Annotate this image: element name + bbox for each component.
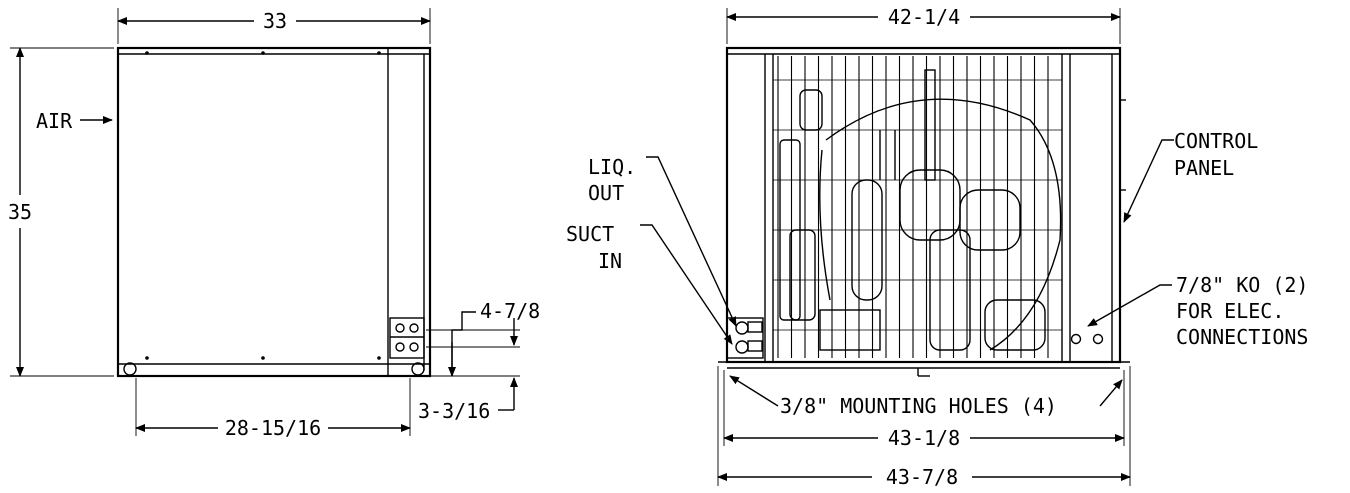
side-width-dim: 33 (263, 9, 287, 33)
front-width-dim: 42-1/4 (888, 5, 960, 29)
mounting-dim: 43-1/8 (888, 426, 960, 450)
suct-label-1: SUCT (566, 222, 614, 246)
front-view: 42-1/4 LIQ. OUT SUCT IN CONTROL PANEL 7/… (566, 5, 1308, 489)
ko-label-1: 7/8" KO (2) (1176, 273, 1308, 297)
suct-leader (640, 224, 733, 345)
valve-height-dim: 4-7/8 (480, 299, 540, 323)
control-label-1: CONTROL (1174, 129, 1258, 153)
side-height-dim: 35 (8, 200, 32, 224)
liq-leader (646, 156, 737, 327)
side-foot-right (411, 362, 425, 376)
mounting-label: 3/8" MOUNTING HOLES (4) (780, 394, 1057, 418)
side-foot-left (123, 362, 137, 376)
ko-label-2: FOR ELEC. (1176, 299, 1284, 323)
control-label-2: PANEL (1174, 156, 1234, 180)
ko-leader (1087, 284, 1172, 327)
ko-hole-1 (1070, 333, 1082, 345)
side-rivets (145, 51, 381, 360)
side-base-dim: 28-15/16 (225, 416, 321, 440)
side-view: 33 35 AIR 28-15/16 4-7/8 3-3/16 (5, 8, 540, 440)
side-cabinet (116, 46, 432, 378)
front-service-valves (726, 317, 764, 359)
overall-dim: 43-7/8 (886, 465, 958, 489)
side-service-valves (389, 317, 425, 359)
ko-label-3: CONNECTIONS (1176, 325, 1308, 349)
liq-label-1: LIQ. (588, 155, 636, 179)
ko-hole-2 (1092, 333, 1104, 345)
liq-label-2: OUT (588, 181, 624, 205)
air-label: AIR (36, 109, 73, 133)
control-leader (1123, 139, 1174, 223)
internal-components (779, 69, 1062, 351)
suct-label-2: IN (598, 249, 622, 273)
fan-grille (773, 56, 1062, 358)
valve-offset-dim: 3-3/16 (418, 399, 490, 423)
front-cabinet (725, 46, 1122, 364)
